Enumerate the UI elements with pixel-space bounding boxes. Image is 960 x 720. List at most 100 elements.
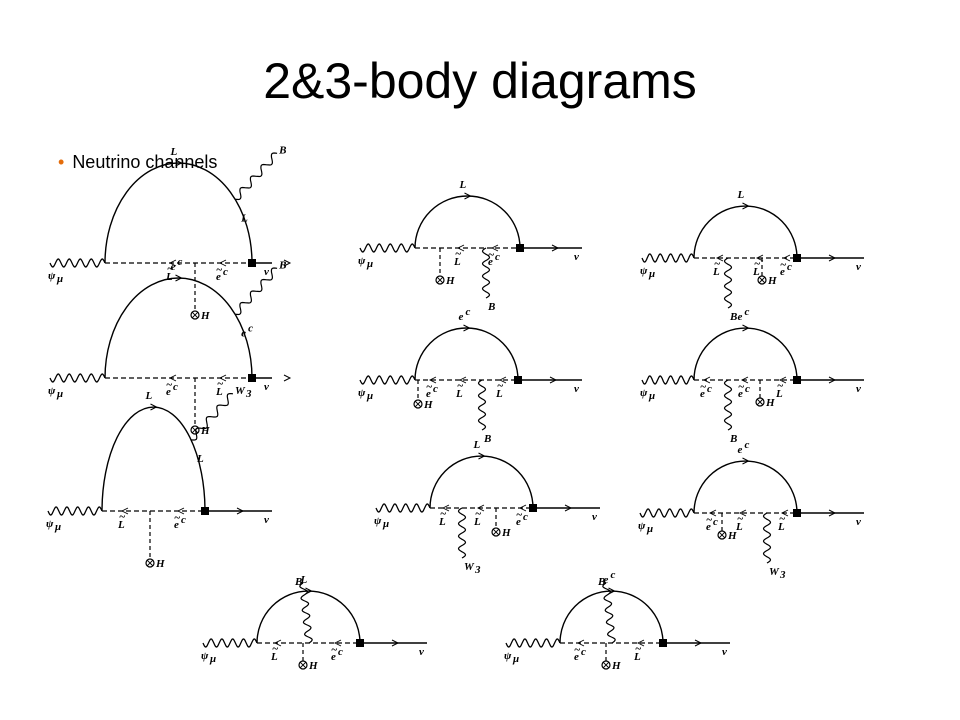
scalar-arrow-icon-1 (755, 254, 764, 262)
neutrino-arrow-icon (283, 374, 292, 382)
scalar-label-0: e (700, 388, 705, 400)
higgs-insertion-icon-0-label: H (727, 530, 737, 542)
scalar-label-0: L (117, 519, 125, 531)
arc-arrow-icon (464, 192, 472, 200)
arc-arrow-icon (305, 587, 313, 595)
fermion-label-top-sup: c (466, 306, 471, 318)
scalar-arrow-icon-2 (518, 504, 527, 512)
scalar-label-2-tilde: ~ (516, 509, 523, 521)
higgs-insertion-icon-0 (190, 310, 200, 320)
scalar-label-2-tilde: ~ (497, 380, 504, 392)
psi-sub-label: μ (366, 390, 373, 402)
scalar-label-1: L (455, 388, 463, 400)
neutrino-arrow-icon (564, 504, 573, 512)
vertex-square (248, 259, 256, 267)
arc-arrow-icon (463, 324, 471, 332)
fermion-arc (414, 195, 521, 249)
higgs-insertion-icon-0 (298, 660, 308, 670)
scalar-label-1: L (473, 516, 481, 528)
neutrino-label: ν (574, 251, 579, 263)
higgs-insertion-icon-0-label: H (155, 558, 165, 570)
scalar-label-0-tilde: ~ (714, 258, 721, 270)
bullet-text: Neutrino channels (72, 152, 218, 172)
scalar-arrow-icon-0 (576, 639, 585, 647)
psi-label: ψ (46, 518, 54, 530)
neutrino-arrow-icon (549, 376, 558, 384)
higgs-insertion-icon-0 (491, 527, 501, 537)
fermion-arc (693, 327, 798, 381)
scalar-label-1-tilde: ~ (475, 508, 482, 520)
neutrino-label: ν (574, 383, 579, 395)
gauge-boson-label-0: B (729, 311, 737, 323)
fermion-label-top: L (737, 189, 745, 201)
higgs-insertion-icon-0-label: H (767, 275, 777, 287)
scalar-label-0: L (453, 256, 461, 268)
psi-sub-label: μ (54, 521, 61, 533)
scalar-label-1-tilde: ~ (457, 380, 464, 392)
gauge-boson-label-0: B (487, 301, 495, 313)
scalar-arrow-icon-1 (333, 639, 342, 647)
neutrino-arrow-icon (551, 244, 560, 252)
scalar-arrow-icon-1 (218, 259, 227, 267)
fermion-label-right: L (196, 453, 204, 465)
arc-arrow-icon (150, 403, 158, 411)
page-title: 2&3-body diagrams (263, 53, 697, 109)
neutrino-label: ν (264, 381, 269, 393)
scalar-label-0-tilde: ~ (455, 248, 462, 260)
neutrino-arrow-icon (391, 639, 400, 647)
scalar-arrow-icon-1 (218, 374, 227, 382)
psi-label: ψ (48, 385, 56, 397)
arc-arrow-icon (742, 457, 750, 465)
scalar-arrow-icon-0 (441, 504, 450, 512)
gauge-boson-wavy-0 (481, 247, 491, 299)
neutrino-label: ν (264, 266, 269, 278)
gauge-boson-label-0: B (483, 433, 491, 445)
psi-wavy-line (639, 508, 695, 518)
neutrino-label: ν (592, 511, 597, 523)
vertex-square (793, 254, 801, 262)
psi-sub-label: μ (366, 258, 373, 270)
gauge-boson-wavy-0 (190, 393, 234, 441)
higgs-insertion-icon-0-label: H (611, 660, 621, 672)
psi-wavy-line (47, 506, 103, 516)
scalar-arrow-icon-1 (490, 244, 499, 252)
scalar-label-1-tilde: ~ (635, 643, 642, 655)
higgs-insertion-icon-0 (435, 275, 445, 285)
gauge-boson-wavy-0 (299, 582, 313, 644)
scalar-label-2: L (495, 388, 503, 400)
vertex-square (248, 374, 256, 382)
neutrino-arrow-icon (828, 376, 837, 384)
psi-wavy-line (202, 638, 258, 648)
gauge-boson-wavy-0 (723, 257, 733, 309)
scalar-arrow-icon-0 (168, 259, 177, 267)
scalar-label-2-tilde: ~ (777, 380, 784, 392)
scalar-arrow-icon-2 (780, 509, 789, 517)
vertex-square (514, 376, 522, 384)
arc-arrow-icon (742, 324, 750, 332)
gauge-boson-label-0: B (278, 144, 286, 156)
bullet-dot-icon: • (58, 152, 65, 172)
arc-arrow-icon (742, 202, 750, 210)
fermion-label-top-sup: c (611, 569, 616, 581)
higgs-insertion-icon-0-x2 (718, 531, 726, 539)
higgs-insertion-icon-0-x2 (756, 398, 764, 406)
scalar-arrow-icon-2 (782, 254, 791, 262)
scalar-label-0-sup: c (581, 646, 586, 658)
scalar-label-1-sup: c (745, 383, 750, 395)
psi-wavy-line (49, 258, 106, 268)
scalar-label-1-tilde: ~ (488, 249, 495, 261)
scalar-label-1: e (738, 388, 743, 400)
fermion-arc (693, 460, 798, 514)
scalar-arrow-icon-1 (740, 376, 749, 384)
higgs-insertion-icon-0-label: H (200, 425, 210, 437)
gauge-boson-label-0-sub: 3 (779, 569, 786, 581)
gauge-boson-wavy-0 (477, 379, 487, 431)
neutrino-label: ν (856, 516, 861, 528)
psi-wavy-line (641, 375, 695, 385)
psi-label: ψ (638, 520, 646, 532)
psi-label: ψ (201, 650, 209, 662)
